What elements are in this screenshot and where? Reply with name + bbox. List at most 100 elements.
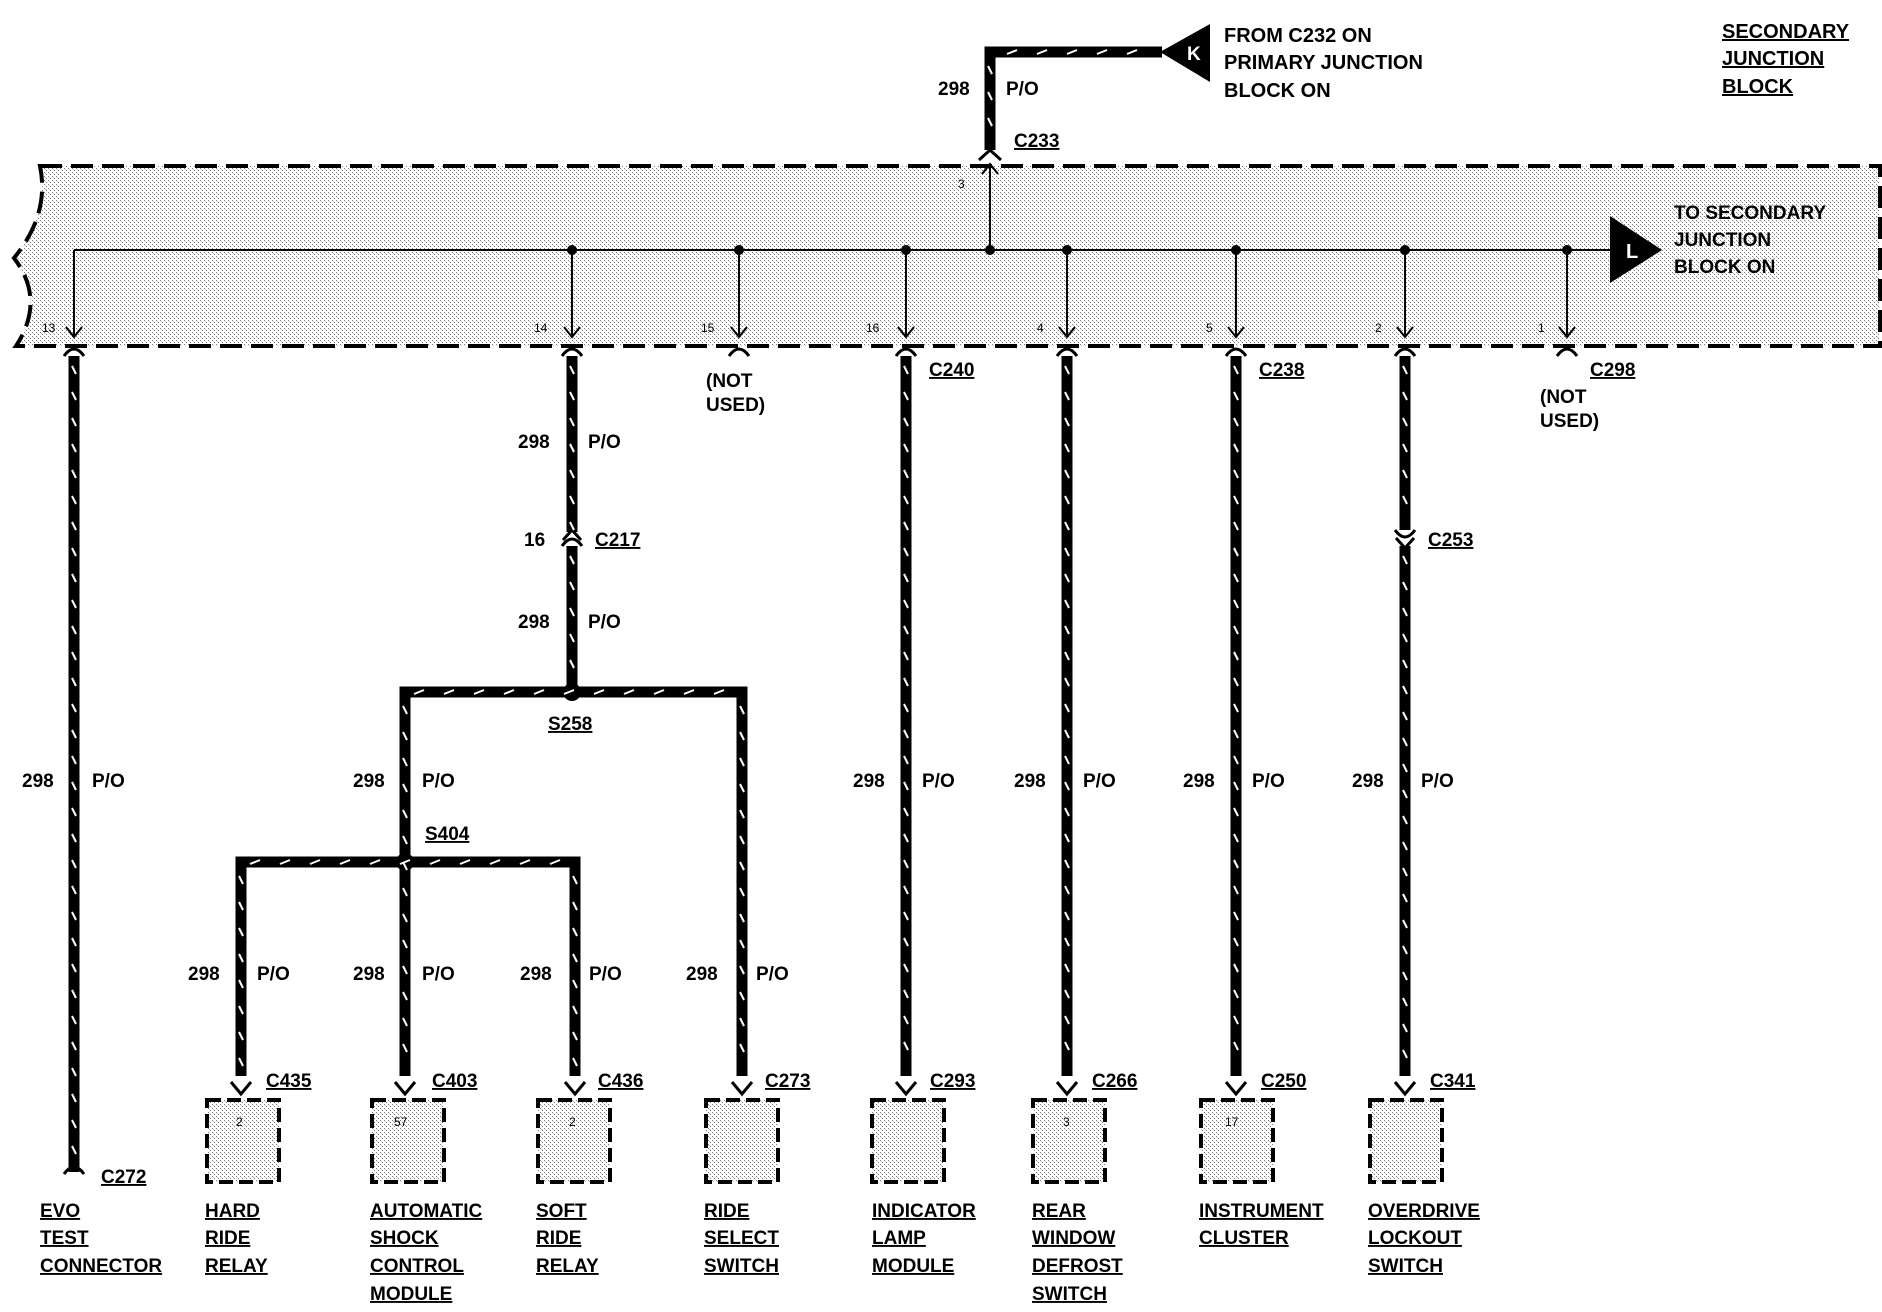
overdrive-name-3: SWITCH: [1368, 1256, 1443, 1277]
wire-stripe: [1402, 919, 1408, 929]
wire-stripe: [402, 783, 408, 793]
wire-stripe: [1402, 841, 1408, 851]
wire-stripe: [1233, 495, 1239, 505]
wire-stripe: [1402, 815, 1408, 825]
evo-name-3: CONNECTOR: [40, 1256, 162, 1277]
wire-stripe: [1402, 867, 1408, 877]
lamp-name-2: LAMP: [872, 1228, 926, 1249]
wire-stripe: [71, 651, 77, 661]
wire-stripe: [1064, 573, 1070, 583]
c403-label: C403: [432, 1071, 477, 1092]
wire-stripe: [903, 807, 909, 817]
pin1-note: (NOT USED): [1540, 387, 1599, 432]
wire-stripe: [903, 677, 909, 687]
title-line-3: BLOCK: [1722, 76, 1794, 98]
wire-label-color: P/O: [422, 964, 455, 985]
wire-stripe: [572, 927, 578, 937]
wire-stripe: [1233, 989, 1239, 999]
wire-stripe: [1233, 807, 1239, 817]
c403-pin: 57: [394, 1115, 408, 1129]
wire-stripe: [1233, 651, 1239, 661]
wire-stripe: [1233, 781, 1239, 791]
wire-stripe: [1064, 963, 1070, 973]
wire-stripe: [739, 705, 745, 715]
wire-stripe: [1402, 469, 1408, 479]
wire-stripe: [623, 689, 635, 695]
wire-stripe: [903, 469, 909, 479]
wire-color: P/O: [1006, 79, 1039, 100]
wire-stripe: [987, 91, 993, 101]
wire-label-color: P/O: [257, 964, 290, 985]
wire-stripe: [71, 1119, 77, 1129]
wire-stripe: [903, 573, 909, 583]
c435-pin: 2: [236, 1115, 243, 1129]
wire-stripe: [1233, 547, 1239, 557]
wire-stripe: [71, 911, 77, 921]
c238-label: C238: [1259, 360, 1304, 381]
wire-stripe: [71, 521, 77, 531]
wire-stripe: [569, 417, 575, 427]
wire-stripe: [1402, 365, 1408, 375]
wire-label-circuit: 298: [353, 964, 385, 985]
wire-stripe: [1233, 469, 1239, 479]
c298-label: C298: [1590, 360, 1635, 381]
hard-name-2: RIDE: [205, 1228, 250, 1249]
c436-label: C436: [598, 1071, 643, 1092]
wire-stripe: [402, 757, 408, 767]
wire-stripe: [739, 757, 745, 767]
wire-stripe: [1064, 781, 1070, 791]
wire-stripe: [683, 689, 695, 695]
wire-stripe: [1233, 677, 1239, 687]
wire-stripe: [71, 807, 77, 817]
wire-stripe: [71, 365, 77, 375]
from-text-1: FROM C232 ON: [1224, 25, 1372, 47]
wire-stripe: [1402, 1023, 1408, 1033]
wire-stripe: [1402, 1049, 1408, 1059]
wire-stripe: [71, 989, 77, 999]
c233-pin: 3: [958, 177, 965, 191]
wire-stripe: [459, 859, 471, 865]
wire-stripe: [1233, 703, 1239, 713]
wire-stripe: [1006, 49, 1018, 55]
wire-stripe: [903, 833, 909, 843]
wire-stripe: [572, 1005, 578, 1015]
wire-stripe: [238, 927, 244, 937]
wire-stripe: [572, 875, 578, 885]
wire-stripe: [533, 689, 545, 695]
wire-stripe: [1064, 651, 1070, 661]
wire-stripe: [71, 469, 77, 479]
wire-stripe: [1233, 625, 1239, 635]
wire-stripe: [238, 979, 244, 989]
wire-stripe: [1096, 49, 1108, 55]
wire-labels: 298 P/O 298 P/O 298 P/O 298 P/O 298 P/O …: [22, 432, 1454, 985]
wire-label-color: P/O: [588, 612, 621, 633]
wire-stripe: [739, 783, 745, 793]
wire-stripe: [71, 599, 77, 609]
wire-stripe: [569, 495, 575, 505]
wire-stripe: [903, 963, 909, 973]
c240-label: C240: [929, 360, 974, 381]
wire-stripe: [71, 391, 77, 401]
ride-name-1: RIDE: [704, 1201, 749, 1222]
c436-pin: 2: [569, 1115, 576, 1129]
wire-stripe: [238, 1005, 244, 1015]
wire-stripe: [569, 391, 575, 401]
wire-stripe: [563, 689, 575, 695]
wire-stripe: [1402, 391, 1408, 401]
wire-label-circuit: 298: [686, 964, 718, 985]
wire-stripe: [1064, 443, 1070, 453]
evo-name-2: TEST: [40, 1228, 89, 1249]
pin-5: 5: [1206, 321, 1213, 335]
wire-stripe: [71, 1041, 77, 1051]
s404-label: S404: [425, 824, 470, 845]
c293-label: C293: [930, 1071, 975, 1092]
wire-stripe: [903, 547, 909, 557]
splice-s258: [563, 683, 581, 701]
c272-label: C272: [101, 1167, 146, 1188]
hard-name-1: HARD: [205, 1201, 260, 1222]
wire-stripe: [1233, 859, 1239, 869]
wire-stripe: [71, 547, 77, 557]
wire-stripe: [903, 495, 909, 505]
soft-name-2: RIDE: [536, 1228, 581, 1249]
